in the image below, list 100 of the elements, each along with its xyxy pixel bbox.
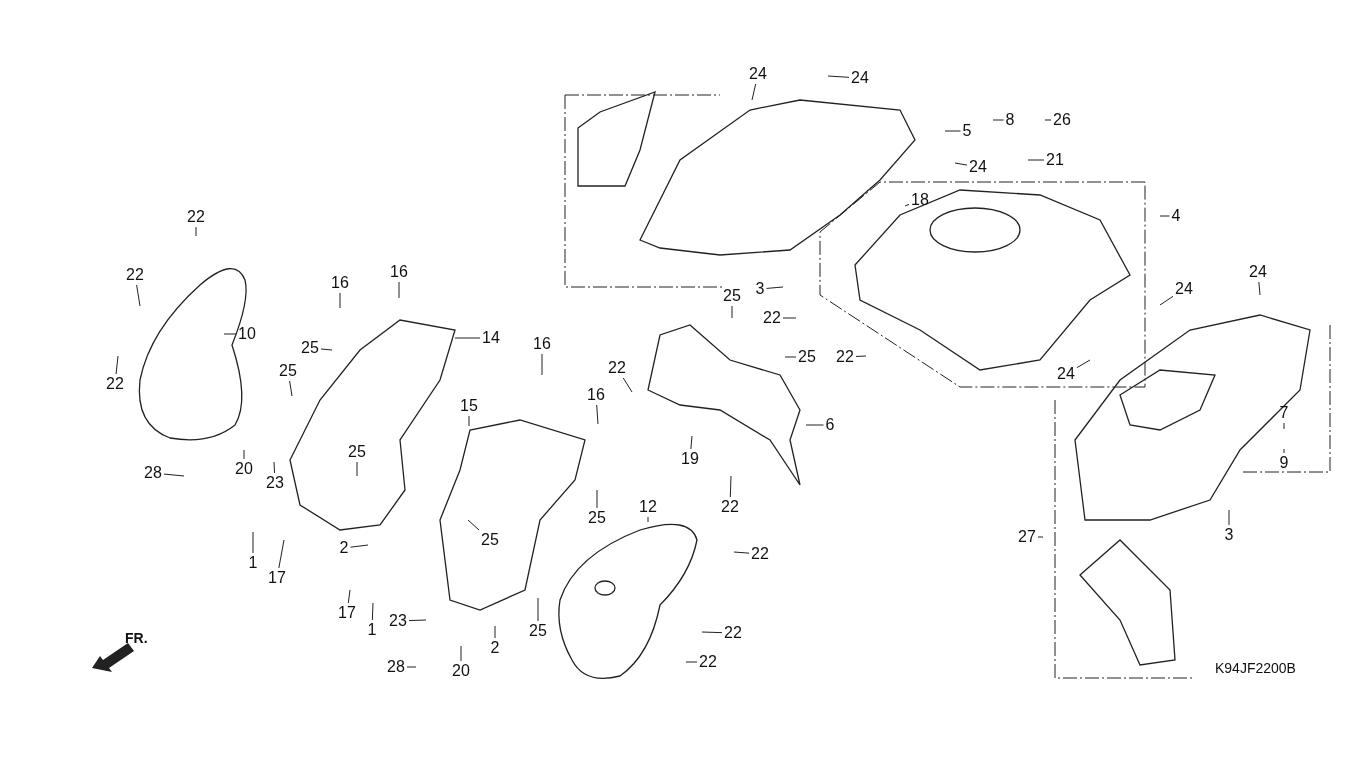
leader-line [1228, 509, 1230, 526]
callout-number: 1 [367, 621, 377, 639]
leader-line [622, 377, 633, 393]
leader-line [273, 461, 275, 474]
callout-number: 23 [389, 612, 407, 630]
callout-number: 7 [1279, 404, 1289, 422]
leader-line [1044, 119, 1052, 121]
leader-line [1159, 215, 1170, 217]
callout-number: 25 [588, 509, 606, 527]
callout-number: 24 [1057, 365, 1075, 383]
callout-number: 25 [348, 443, 366, 461]
direction-label: FR. [125, 630, 148, 646]
leader-line [731, 305, 733, 319]
callout-number: 24 [969, 158, 987, 176]
leader-line [647, 516, 649, 523]
callout-number: 22 [724, 624, 742, 642]
leader-line [1037, 536, 1044, 538]
leader-line [954, 162, 968, 166]
callout-number: 8 [1005, 111, 1015, 129]
callout-number: 18 [911, 191, 929, 209]
leader-line [1027, 159, 1045, 161]
callout-number: 16 [390, 263, 408, 281]
leader-line [701, 631, 723, 634]
leader-line [223, 333, 237, 335]
leader-line [339, 292, 341, 309]
leader-line [398, 281, 400, 299]
callout-number: 23 [266, 474, 284, 492]
leader-line [992, 119, 1004, 121]
leader-line [729, 475, 732, 498]
leader-line [944, 130, 961, 132]
callout-number: 22 [126, 266, 144, 284]
callout-number: 24 [1175, 280, 1193, 298]
callout-number: 25 [301, 339, 319, 357]
callout-number: 14 [482, 329, 500, 347]
callout-number: 22 [187, 208, 205, 226]
callout-number: 2 [490, 639, 500, 657]
callout-number: 24 [1249, 263, 1267, 281]
callout-number: 25 [481, 531, 499, 549]
callout-number: 20 [235, 460, 253, 478]
leader-line [467, 519, 480, 531]
callout-number: 16 [533, 335, 551, 353]
leader-line [805, 424, 824, 426]
callout-number: 6 [825, 416, 835, 434]
leader-line [1159, 295, 1174, 306]
leader-line [454, 337, 481, 339]
leader-line [784, 356, 797, 358]
callout-number: 22 [763, 309, 781, 327]
callout-number: 28 [144, 464, 162, 482]
callout-number: 22 [699, 653, 717, 671]
callout-number: 16 [587, 386, 605, 404]
leader-line [371, 602, 374, 621]
callout-number: 24 [749, 65, 767, 83]
leader-line [252, 531, 254, 554]
callout-number: 22 [608, 359, 626, 377]
leader-line [904, 203, 910, 207]
callout-number: 17 [338, 604, 356, 622]
leader-line [406, 666, 417, 668]
leader-line [460, 645, 462, 662]
leader-line [596, 489, 598, 509]
leader-line [494, 625, 496, 639]
leader-line [685, 661, 698, 663]
callout-number: 27 [1018, 528, 1036, 546]
callout-number: 16 [331, 274, 349, 292]
callout-number: 25 [723, 287, 741, 305]
leader-line [782, 317, 797, 319]
leader-line [408, 619, 427, 622]
leader-line [855, 355, 867, 357]
leader-line [347, 589, 351, 604]
drawing-code: K94JF2200B [1215, 660, 1296, 676]
leader-line [733, 551, 750, 554]
callout-number: 4 [1171, 207, 1181, 225]
callout-number: 22 [836, 348, 854, 366]
callout-number: 25 [798, 348, 816, 366]
leader-line [115, 355, 119, 375]
leader-line [1283, 448, 1285, 454]
leader-line [690, 435, 693, 450]
callout-number: 10 [238, 325, 256, 343]
callout-number: 25 [279, 362, 297, 380]
callout-number: 5 [962, 122, 972, 140]
callout-number: 3 [1224, 526, 1234, 544]
callout-number: 22 [106, 375, 124, 393]
callout-number: 22 [751, 545, 769, 563]
callout-number: 2 [339, 539, 349, 557]
callout-number: 21 [1046, 151, 1064, 169]
callout-number: 19 [681, 450, 699, 468]
callout-number: 22 [721, 498, 739, 516]
leader-line [136, 284, 141, 307]
leader-line [243, 449, 245, 460]
callout-number: 17 [268, 569, 286, 587]
callout-number: 12 [639, 498, 657, 516]
leader-line [596, 404, 599, 425]
callout-number: 20 [452, 662, 470, 680]
leader-line [537, 597, 539, 622]
leader-line [541, 353, 543, 376]
callout-number: 1 [248, 554, 258, 572]
leader-line [320, 348, 333, 351]
leader-line [1076, 359, 1091, 369]
leader-line [827, 75, 850, 78]
leader-line [1283, 422, 1285, 430]
leader-line [289, 380, 293, 397]
